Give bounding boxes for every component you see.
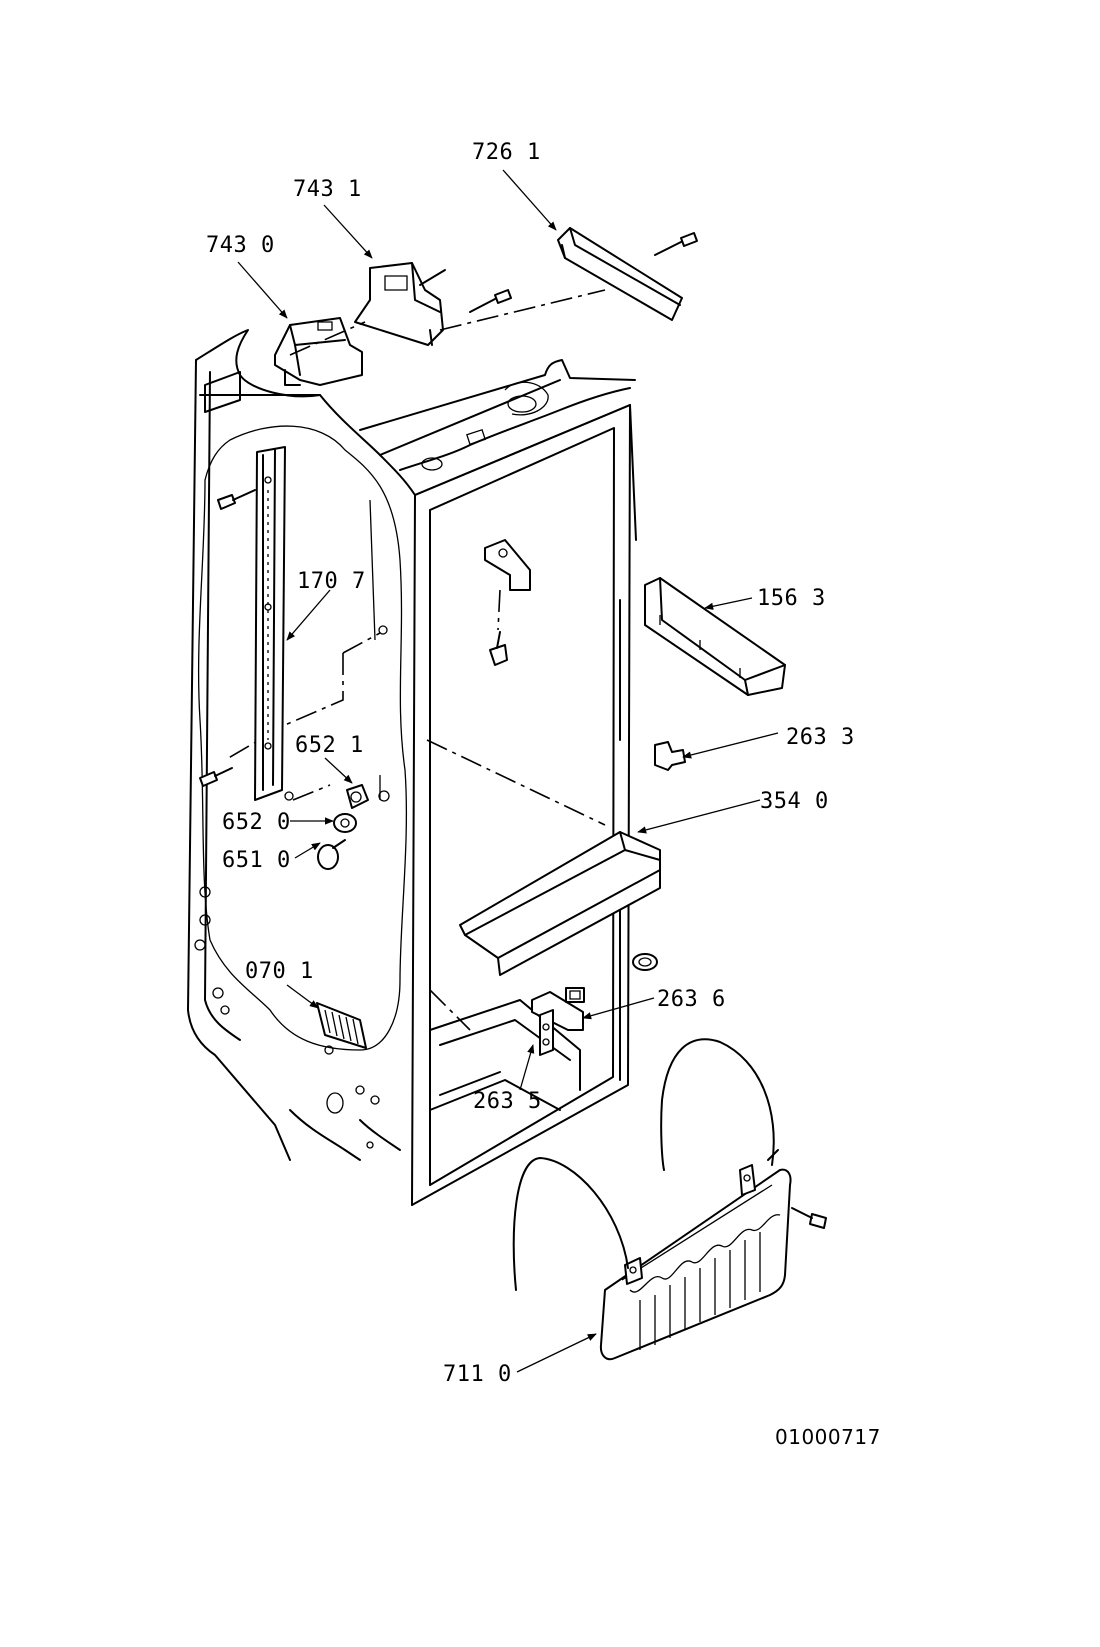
part-070-1-vent-grille: [317, 1003, 366, 1048]
screw-icon: [200, 490, 255, 786]
part-711-0-heater-plate: [514, 1039, 826, 1359]
part-263-5-bracket: [540, 1010, 553, 1055]
part-156-3-side-rail: [645, 578, 785, 695]
label-651-0: 651 0: [222, 848, 291, 873]
screw-icon: [470, 233, 697, 312]
label-743-0: 743 0: [206, 233, 275, 258]
part-652-1-lamp-socket: [347, 785, 368, 808]
drawing-number: 01000717: [775, 1425, 881, 1449]
label-743-1: 743 1: [293, 177, 362, 202]
label-711-0: 711 0: [443, 1362, 512, 1387]
part-743-1-bracket: [290, 263, 445, 355]
label-263-5: 263 5: [473, 1089, 542, 1114]
label-170-7: 170 7: [297, 569, 366, 594]
label-070-1: 070 1: [245, 959, 314, 984]
label-652-0: 652 0: [222, 810, 291, 835]
part-263-3-clip: [655, 742, 685, 770]
label-263-3: 263 3: [786, 725, 855, 750]
leader-arrows: [238, 170, 778, 1372]
part-651-0-bulb: [318, 840, 345, 869]
label-726-1: 726 1: [472, 140, 541, 165]
inner-bracket-upper: [485, 540, 530, 665]
part-354-0-cover: [460, 832, 660, 975]
label-652-1: 652 1: [295, 733, 364, 758]
part-170-7-shelf-rail: [255, 447, 285, 800]
label-354-0: 354 0: [760, 789, 829, 814]
grommet-icon: [633, 954, 657, 970]
part-743-0-hinge-bracket: [275, 318, 362, 385]
label-156-3: 156 3: [757, 586, 826, 611]
part-263-6-bracket: [532, 988, 584, 1030]
label-263-6: 263 6: [657, 987, 726, 1012]
part-652-0-lamp-holder: [285, 785, 356, 832]
part-726-1-top-rail: [440, 228, 682, 330]
